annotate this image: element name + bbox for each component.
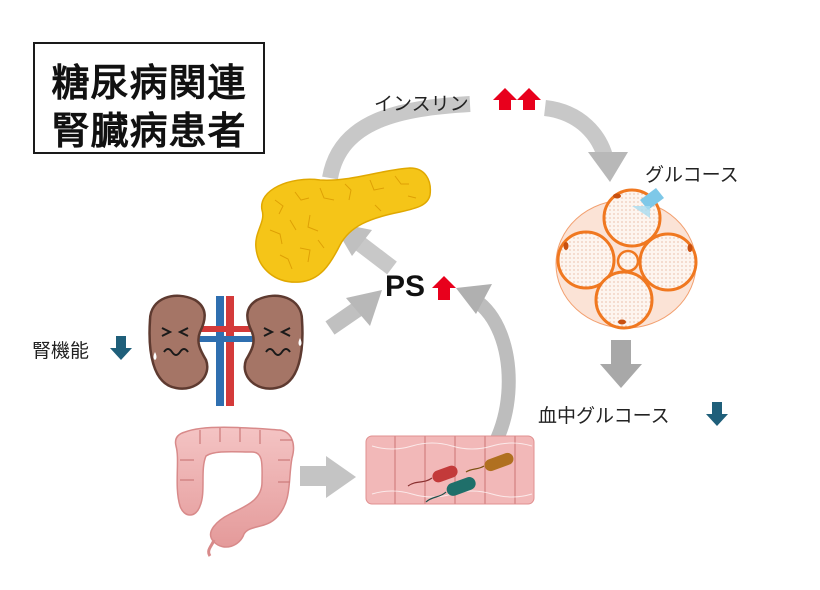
- bacteria-teal: [425, 477, 476, 503]
- title-box: 糖尿病関連 腎臓病患者: [33, 42, 265, 154]
- ps-increase-icon: [432, 276, 456, 300]
- intestine-illustration: [365, 435, 535, 505]
- insulin-increase-icons: [493, 88, 541, 110]
- blood-glucose-label: 血中グルコース: [538, 405, 670, 427]
- kidney-function-decrease-icon: [110, 336, 132, 360]
- title-line-1: 糖尿病関連: [51, 61, 247, 105]
- arrow-kidney-to-ps: [325, 290, 382, 335]
- bacteria-red: [407, 465, 458, 487]
- insulin-label: インスリン: [374, 93, 469, 115]
- colon-illustration: [174, 426, 295, 557]
- ps-label: PS: [385, 270, 426, 303]
- kidney-function-label: 腎機能: [32, 340, 90, 362]
- blood-glucose-decrease-icon: [706, 402, 728, 426]
- bacteria-orange: [465, 452, 514, 473]
- arrow-colon-to-intestine: [300, 456, 356, 498]
- title-line-2: 腎臓病患者: [51, 109, 247, 153]
- glucose-label: グルコース: [645, 164, 739, 186]
- arrow-insulin-to-cells: [543, 100, 628, 182]
- pancreas-illustration: [255, 167, 432, 283]
- arrow-pancreas-to-insulin: [322, 96, 471, 180]
- cells-illustration: [555, 188, 698, 330]
- kidneys-illustration: [148, 294, 304, 406]
- arrow-cells-to-blood: [600, 340, 642, 388]
